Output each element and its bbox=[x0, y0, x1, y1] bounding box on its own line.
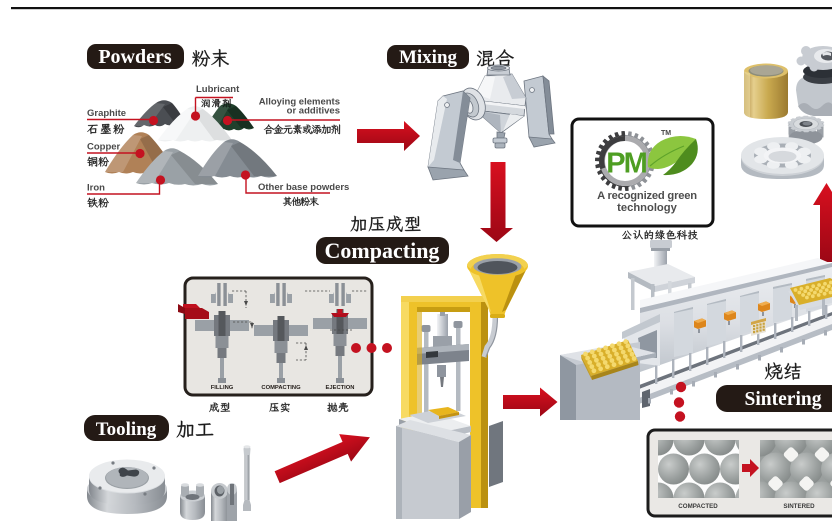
svg-text:Iron: Iron bbox=[87, 183, 105, 194]
svg-text:technology: technology bbox=[617, 202, 677, 214]
svg-text:Powders: Powders bbox=[98, 46, 172, 68]
svg-text:Lubricant: Lubricant bbox=[196, 84, 240, 95]
svg-text:COMPACTING: COMPACTING bbox=[261, 385, 301, 391]
svg-text:Graphite: Graphite bbox=[87, 108, 126, 119]
svg-text:Copper: Copper bbox=[87, 142, 121, 153]
svg-text:FILLING: FILLING bbox=[211, 385, 234, 391]
svg-text:Other base powders: Other base powders bbox=[258, 182, 349, 193]
svg-text:TM: TM bbox=[661, 130, 671, 137]
svg-text:Alloying elements: Alloying elements bbox=[259, 97, 340, 108]
svg-text:Compacting: Compacting bbox=[325, 238, 440, 263]
svg-text:COMPACTED: COMPACTED bbox=[678, 503, 718, 510]
svg-text:EJECTION: EJECTION bbox=[326, 385, 355, 391]
svg-text:or additives: or additives bbox=[287, 106, 340, 117]
svg-text:Mixing: Mixing bbox=[399, 47, 458, 68]
svg-text:Sintering: Sintering bbox=[745, 389, 822, 410]
svg-text:SINTERED: SINTERED bbox=[783, 503, 815, 510]
svg-text:Tooling: Tooling bbox=[96, 419, 157, 440]
svg-text:PM: PM bbox=[606, 148, 646, 180]
svg-text:A recognized green: A recognized green bbox=[597, 190, 697, 202]
